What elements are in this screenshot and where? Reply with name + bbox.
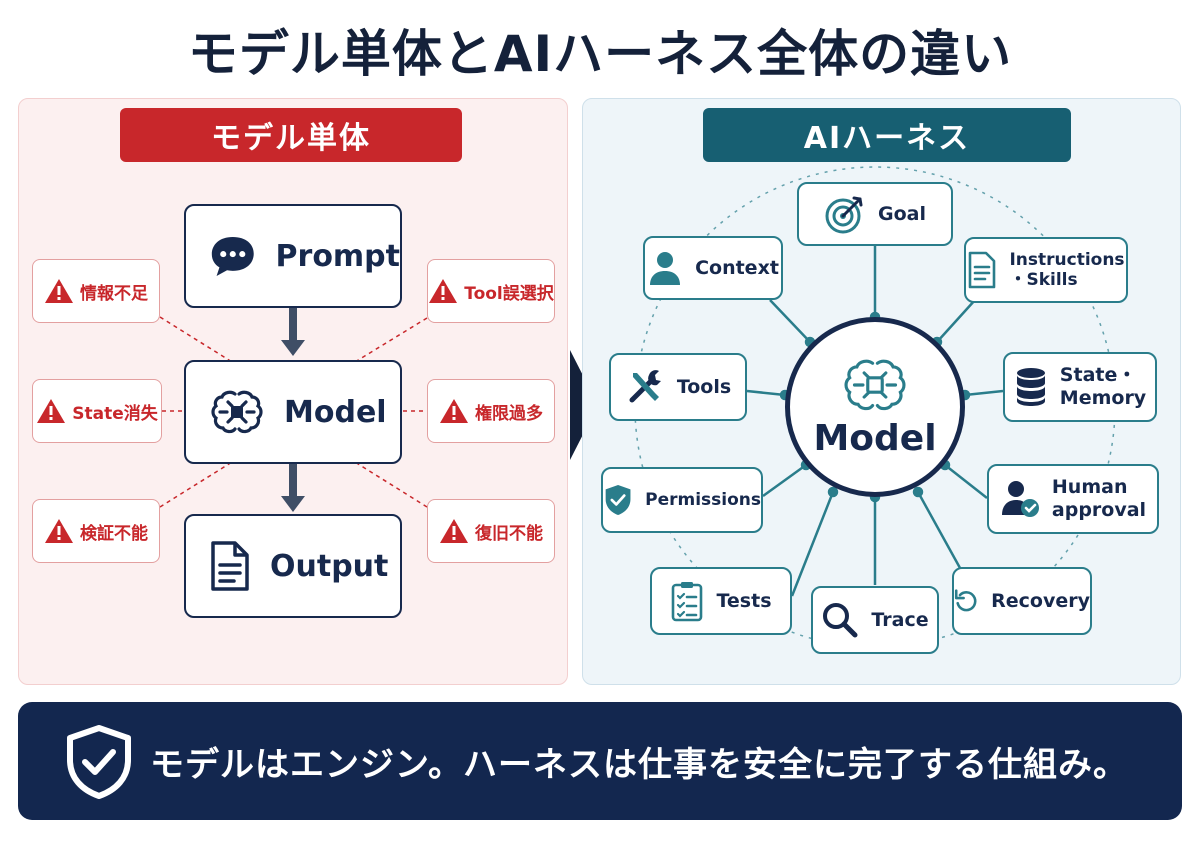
spoke-context [769, 299, 811, 343]
arrow-head-1 [281, 340, 305, 356]
output-label: Output [270, 548, 389, 584]
summary-bar: モデルはエンジン。ハーネスは仕事を安全に完了する仕組み。 [18, 702, 1182, 820]
node-label: Instructions ・Skills [1009, 250, 1124, 291]
model-label: Model [284, 394, 387, 430]
node-label: Context [695, 256, 779, 279]
document-icon [211, 541, 249, 591]
warning-label: State消失 [72, 403, 158, 424]
warning-unverifiable: 検証不能 [32, 499, 160, 563]
warning-label: 権限過多 [475, 403, 543, 424]
arrow-head-2 [281, 496, 305, 512]
connector-unverifiable [159, 461, 233, 508]
warning-icon [440, 519, 468, 543]
output-box: Output [184, 514, 402, 618]
chat-bubble-icon [211, 236, 254, 277]
node-state-memory: State・ Memory [1003, 352, 1157, 422]
warning-icon [45, 279, 73, 303]
person-icon [650, 252, 681, 285]
node-instructions-skills: Instructions ・Skills [964, 237, 1128, 303]
node-goal: Goal [797, 182, 953, 246]
warning-icon [37, 399, 66, 423]
checklist-icon [672, 582, 703, 622]
node-human-approval: Human approval [987, 464, 1159, 534]
warning-unrecoverable: 復旧不能 [427, 499, 555, 563]
hub-label: Model [813, 417, 937, 459]
brain-chip-icon [211, 390, 263, 434]
shield-check-icon [67, 725, 131, 799]
spoke-tools [746, 389, 786, 397]
node-label: State・ Memory [1060, 364, 1146, 410]
summary-message: モデルはエンジン。ハーネスは仕事を安全に完了する仕組み。 [150, 744, 1128, 785]
node-permissions: Permissions [601, 467, 763, 533]
arrow-shaft-1 [289, 308, 297, 342]
spoke-tests [790, 491, 835, 597]
warning-excess-permission: 権限過多 [427, 379, 555, 443]
database-icon [1016, 368, 1045, 406]
spoke-recovery [916, 491, 962, 569]
node-label-line1: State・ [1059, 364, 1137, 387]
warning-tool-misselect: Tool誤選択 [427, 259, 555, 323]
warning-label: 情報不足 [80, 283, 148, 304]
node-recovery: Recovery [952, 567, 1092, 635]
warning-icon [429, 279, 458, 303]
node-tests: Tests [650, 567, 792, 635]
tools-icon [629, 370, 661, 403]
node-label: Recovery [991, 589, 1090, 612]
node-label: Human approval [1052, 476, 1146, 522]
prompt-label: Prompt [275, 238, 400, 274]
warning-label: Tool誤選択 [464, 283, 554, 304]
node-label-line2: ・Skills [1009, 270, 1078, 290]
page-title: モデル単体とAIハーネス全体の違い [187, 25, 1013, 83]
model-only-banner: モデル単体 [120, 108, 462, 162]
node-label-line2: approval [1051, 499, 1147, 521]
node-label: Trace [871, 608, 929, 631]
spoke-permissions [762, 463, 807, 498]
brain-chip-icon [844, 359, 906, 410]
warning-label: 復旧不能 [475, 523, 543, 544]
node-context: Context [643, 236, 783, 300]
connector-info-shortage [159, 316, 233, 363]
prompt-box: Prompt [184, 204, 402, 308]
connector-tool-misselect [354, 317, 428, 363]
warning-icon [440, 399, 468, 423]
warning-icon [45, 519, 73, 543]
refresh-icon [954, 589, 977, 612]
warning-info-shortage: 情報不足 [32, 259, 160, 323]
node-tools: Tools [609, 353, 747, 421]
warning-label: 検証不能 [80, 523, 148, 544]
node-label-line1: Instructions [1009, 249, 1125, 270]
arrow-shaft-2 [289, 464, 297, 498]
connector-unrecoverable [354, 461, 428, 508]
harness-banner: AIハーネス [703, 108, 1071, 162]
target-icon [825, 196, 863, 234]
node-label: Tools [676, 375, 732, 398]
model-hub: Model [785, 317, 965, 497]
person-check-icon [1001, 481, 1039, 517]
document-icon [969, 251, 996, 289]
spoke-state [964, 389, 1004, 397]
node-label: Tests [716, 589, 772, 612]
model-box: Model [184, 360, 402, 464]
shield-check-icon [605, 484, 631, 516]
warning-state-loss: State消失 [32, 379, 162, 443]
node-trace: Trace [811, 586, 939, 654]
node-label-line2: Memory [1059, 387, 1147, 409]
node-label: Goal [878, 202, 926, 225]
spoke-human [944, 464, 988, 499]
magnifier-icon [823, 603, 858, 638]
spoke-instructions [936, 299, 976, 343]
node-label-line1: Human [1051, 476, 1128, 499]
node-label: Permissions [645, 489, 761, 510]
